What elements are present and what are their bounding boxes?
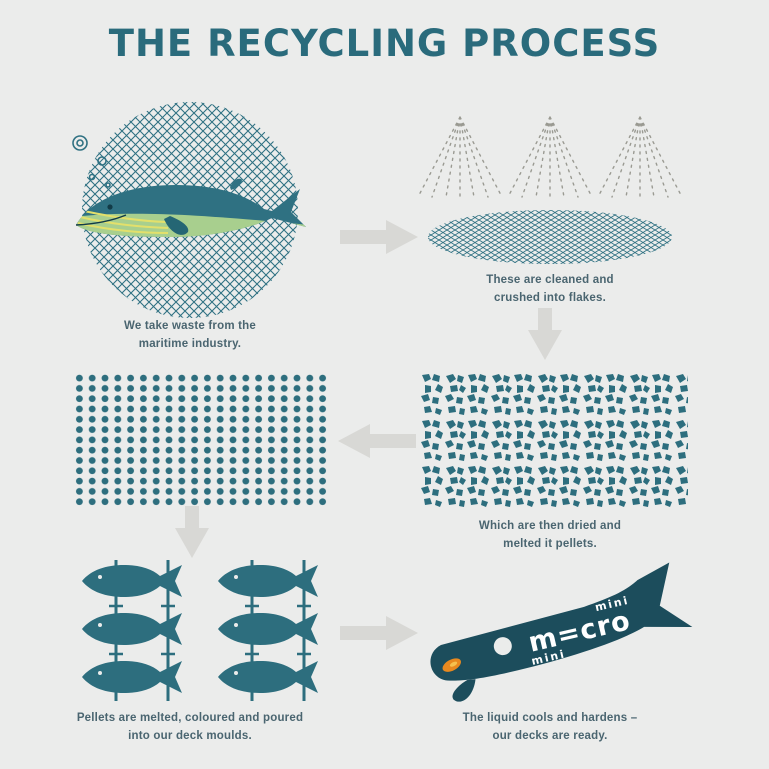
arrow-down-icon [528, 308, 562, 360]
caption-waste: We take waste from the maritime industry… [123, 320, 256, 350]
whale-in-net-illustration [72, 102, 306, 318]
mould-column-left [82, 560, 182, 701]
deck-moulds-illustration [82, 560, 318, 701]
flakes-texture [420, 373, 688, 507]
arrow-right-icon [340, 220, 418, 254]
deck-cutout [493, 637, 512, 656]
scooter-deck-illustration: mini m=cro mini [430, 562, 693, 702]
pellets-illustration [73, 373, 331, 507]
whale-icon [75, 178, 306, 237]
bubbles-icon [72, 135, 111, 188]
page-title: THE RECYCLING PROCESS [108, 22, 661, 65]
caption-flakes: Which are then dried and melted it pelle… [478, 520, 622, 550]
arrow-down-icon-2 [175, 506, 209, 558]
arrow-left-icon [338, 424, 416, 458]
caption-deck: The liquid cools and hardens – our decks… [462, 712, 638, 742]
mould-column-right [218, 560, 318, 701]
caption-cleaned: These are cleaned and crushed into flake… [486, 274, 614, 304]
pellets-texture [73, 373, 331, 507]
caption-moulds: Pellets are melted, coloured and poured … [76, 712, 304, 742]
flakes-illustration [420, 373, 688, 507]
spray-jets-icon [417, 116, 683, 198]
deck-fin [452, 679, 476, 702]
brand-badge-icon [442, 658, 461, 672]
arrow-right-icon-2 [340, 616, 418, 650]
cleaning-spray-illustration [417, 116, 683, 264]
flattened-net-icon [428, 210, 672, 264]
